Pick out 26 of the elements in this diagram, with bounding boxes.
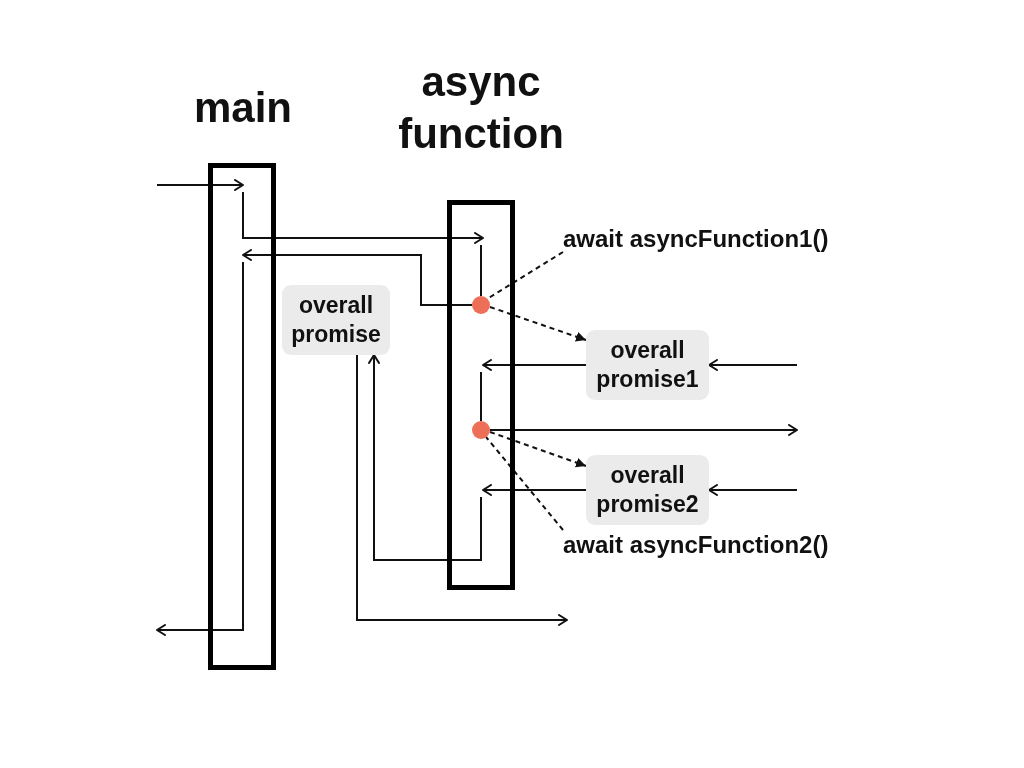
- dot-icon: [472, 421, 490, 439]
- column-heading: async function: [397, 57, 565, 159]
- leader-line: [485, 436, 564, 531]
- dashed-arrow: [489, 431, 587, 468]
- promise-box: overall promise1: [586, 330, 709, 400]
- arrow: [482, 484, 587, 496]
- arrow: [482, 359, 587, 371]
- connector-line: [480, 371, 482, 422]
- promise-box: overall promise: [282, 285, 390, 355]
- arrow: [242, 191, 484, 244]
- connector-line: [480, 244, 482, 297]
- dot-icon: [472, 296, 490, 314]
- arrow: [356, 354, 568, 626]
- callout-label: await asyncFunction1(): [563, 224, 829, 253]
- arrow: [708, 359, 798, 371]
- arrow: [156, 261, 244, 636]
- dashed-arrow: [489, 306, 587, 342]
- arrow: [156, 179, 244, 191]
- arrow: [368, 354, 482, 561]
- callout-label: await asyncFunction2(): [563, 530, 829, 559]
- arrow: [242, 249, 473, 306]
- promise-box: overall promise2: [586, 455, 709, 525]
- arrow: [708, 484, 798, 496]
- arrow: [489, 424, 798, 436]
- column-heading: main: [193, 83, 293, 133]
- leader-line: [486, 251, 564, 300]
